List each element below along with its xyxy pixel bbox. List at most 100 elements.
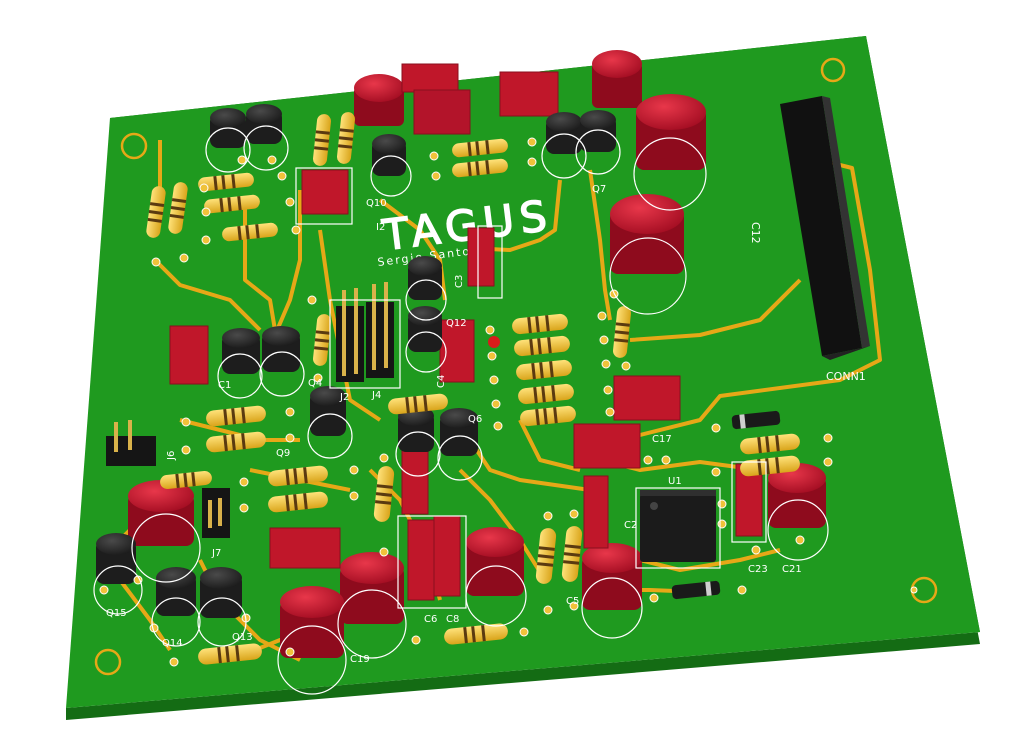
label-conn1: CONN1: [826, 370, 866, 383]
label-q12: Q12: [446, 318, 467, 329]
label-q7: Q7: [592, 184, 606, 195]
label-c19: C19: [350, 654, 370, 665]
led-indicator: [488, 336, 500, 348]
resistor: [373, 466, 395, 522]
box-cap: [169, 325, 209, 385]
resistor: [268, 491, 328, 513]
transistor: [200, 567, 242, 618]
box-cap: [467, 227, 495, 287]
transistor: [156, 567, 196, 616]
resistor: [520, 405, 576, 427]
resistor: [514, 335, 570, 357]
capacitor: [592, 50, 642, 108]
box-cap: [407, 519, 435, 601]
transistor: [408, 306, 442, 352]
silk-labels: Q10 I2 C3 Q12 C4 J2 J4 J6 J7 Q9 Q6 Q7 C1…: [106, 184, 802, 665]
box-cap: [433, 515, 461, 597]
label-c4: C4: [436, 375, 447, 388]
silk-outlines: [93, 125, 829, 695]
resistors: [146, 112, 800, 665]
transistor: [96, 533, 136, 584]
resistor: [206, 431, 266, 453]
conn1-header: [780, 96, 870, 360]
box-cap: [613, 375, 681, 421]
capacitor: [610, 194, 684, 274]
capacitor: [582, 543, 642, 610]
transistor: [262, 326, 300, 372]
resistor: [452, 158, 508, 178]
resistor: [160, 471, 212, 489]
resistor: [740, 433, 800, 455]
resistor: [198, 643, 262, 665]
box-cap: [401, 447, 429, 515]
label-c21: C21: [782, 564, 802, 575]
label-q9: Q9: [276, 448, 290, 459]
header-j6: [106, 420, 156, 466]
diodes: [671, 410, 781, 600]
resistor: [444, 623, 508, 645]
ic-u1: [640, 490, 716, 562]
transistor: [222, 328, 260, 374]
label-j6: J6: [166, 451, 177, 461]
box-cap: [413, 89, 471, 135]
resistor: [613, 306, 631, 358]
header-j2: [336, 288, 364, 382]
board-edge: [66, 36, 980, 720]
transistor: [246, 104, 282, 144]
label-q14: Q14: [162, 638, 183, 649]
resistor: [388, 393, 448, 415]
resistor: [168, 182, 188, 234]
label-j7: J7: [211, 548, 221, 559]
capacitor: [128, 480, 194, 546]
transistor: [408, 256, 442, 300]
box-cap: [583, 475, 609, 549]
transistor: [372, 134, 406, 176]
resistor: [146, 186, 166, 238]
resistor: [516, 359, 572, 381]
resistor: [206, 405, 266, 427]
capacitor: [466, 527, 524, 596]
mounting-holes: [94, 57, 938, 676]
resistor: [198, 172, 254, 192]
label-q15: Q15: [106, 608, 127, 619]
label-u1: U1: [668, 476, 682, 487]
transistor: [580, 110, 616, 152]
resistor: [535, 528, 557, 584]
resistor: [313, 314, 331, 366]
header-j7: [202, 488, 230, 538]
capacitor: [340, 552, 404, 624]
label-c2: C2: [624, 520, 637, 531]
resistor: [512, 313, 568, 335]
label-i2: I2: [376, 222, 385, 233]
resistor: [313, 114, 331, 166]
capacitor: [636, 94, 706, 170]
box-cap: [573, 423, 641, 469]
label-q6: Q6: [468, 414, 482, 425]
label-c5: C5: [566, 596, 579, 607]
pads: [99, 137, 918, 667]
box-cap: [401, 63, 459, 93]
resistor: [268, 465, 328, 487]
resistor: [452, 138, 508, 158]
diode: [731, 410, 781, 430]
capacitor: [280, 586, 344, 658]
resistor: [561, 526, 583, 582]
label-c6: C6: [424, 614, 437, 625]
resistor: [518, 383, 574, 405]
label-c12: C12: [749, 222, 762, 244]
header-j4: [366, 282, 394, 378]
box-cap: [439, 319, 475, 383]
box-capacitors: [169, 63, 763, 601]
label-q4: Q4: [308, 378, 322, 389]
transistors: [96, 104, 616, 618]
resistor: [204, 194, 260, 214]
label-c23: C23: [748, 564, 768, 575]
box-cap: [499, 71, 559, 117]
transistor: [546, 112, 582, 154]
box-cap: [269, 527, 341, 569]
label-q13: Q13: [232, 632, 253, 643]
transistor: [440, 408, 478, 456]
label-c3: C3: [454, 275, 465, 288]
resistor: [337, 112, 355, 164]
